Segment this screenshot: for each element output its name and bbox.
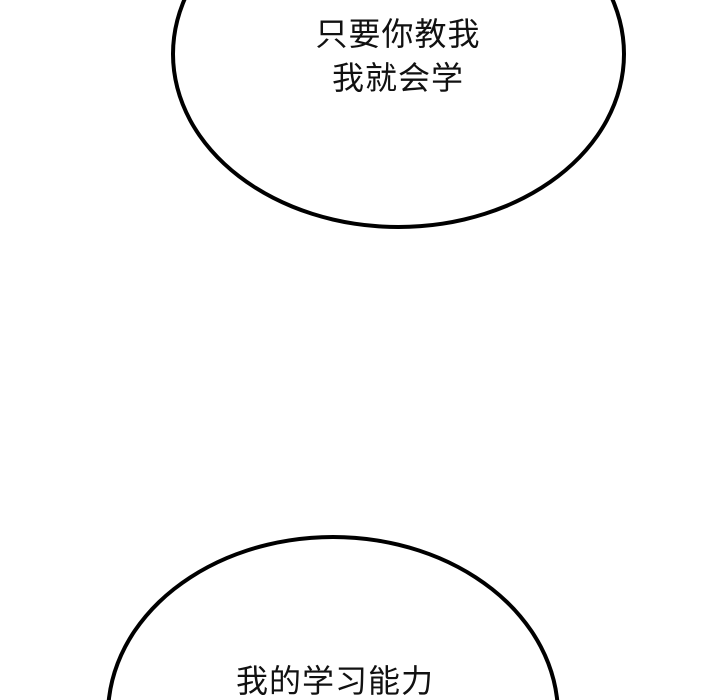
dialogue-line: 我的学习能力 [235, 662, 434, 700]
speech-bubble-top-text: 只要你教我 我就会学 [248, 12, 548, 100]
dialogue-line: 只要你教我 [315, 15, 481, 53]
dialogue-line: 我就会学 [331, 59, 464, 97]
speech-bubble-bottom-text: 我的学习能力 [185, 659, 485, 700]
